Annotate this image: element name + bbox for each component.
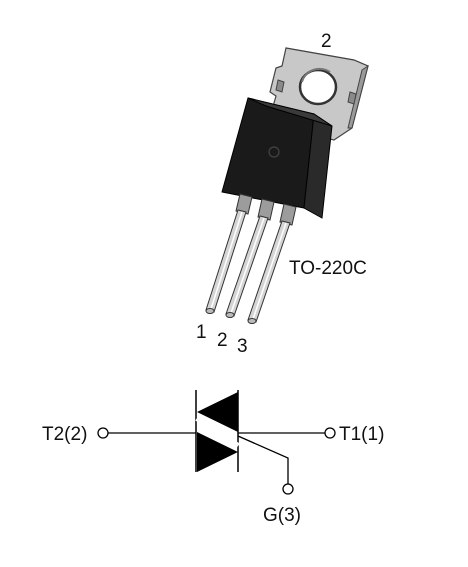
t2-label: T2(2) xyxy=(42,424,87,445)
pin-label-3: 3 xyxy=(237,336,248,357)
lead-2 xyxy=(225,198,275,318)
triac-symbol: T2(2) T1(1) G(3) xyxy=(42,390,384,526)
leads xyxy=(205,193,297,324)
package-name-label: TO-220C xyxy=(289,258,367,279)
lead-1 xyxy=(205,193,253,314)
lower-diode-triangle xyxy=(197,432,238,472)
lead-3 xyxy=(247,203,297,324)
t2-terminal-dot xyxy=(97,427,109,439)
to220-package: 2 TO-220C 1 2 3 xyxy=(196,31,369,357)
t1-terminal-dot xyxy=(324,427,336,439)
tab-pin-label: 2 xyxy=(321,31,332,52)
gate-wire xyxy=(237,435,289,484)
pin-label-2: 2 xyxy=(217,330,228,351)
pin-label-1: 1 xyxy=(196,322,207,343)
mounting-hole xyxy=(298,68,338,106)
t1-label: T1(1) xyxy=(339,424,384,445)
upper-diode-triangle xyxy=(197,392,238,432)
gate-label: G(3) xyxy=(263,505,301,526)
epoxy-body xyxy=(221,97,333,219)
gate-terminal-dot xyxy=(282,483,294,495)
pin1-dimple xyxy=(268,146,280,158)
